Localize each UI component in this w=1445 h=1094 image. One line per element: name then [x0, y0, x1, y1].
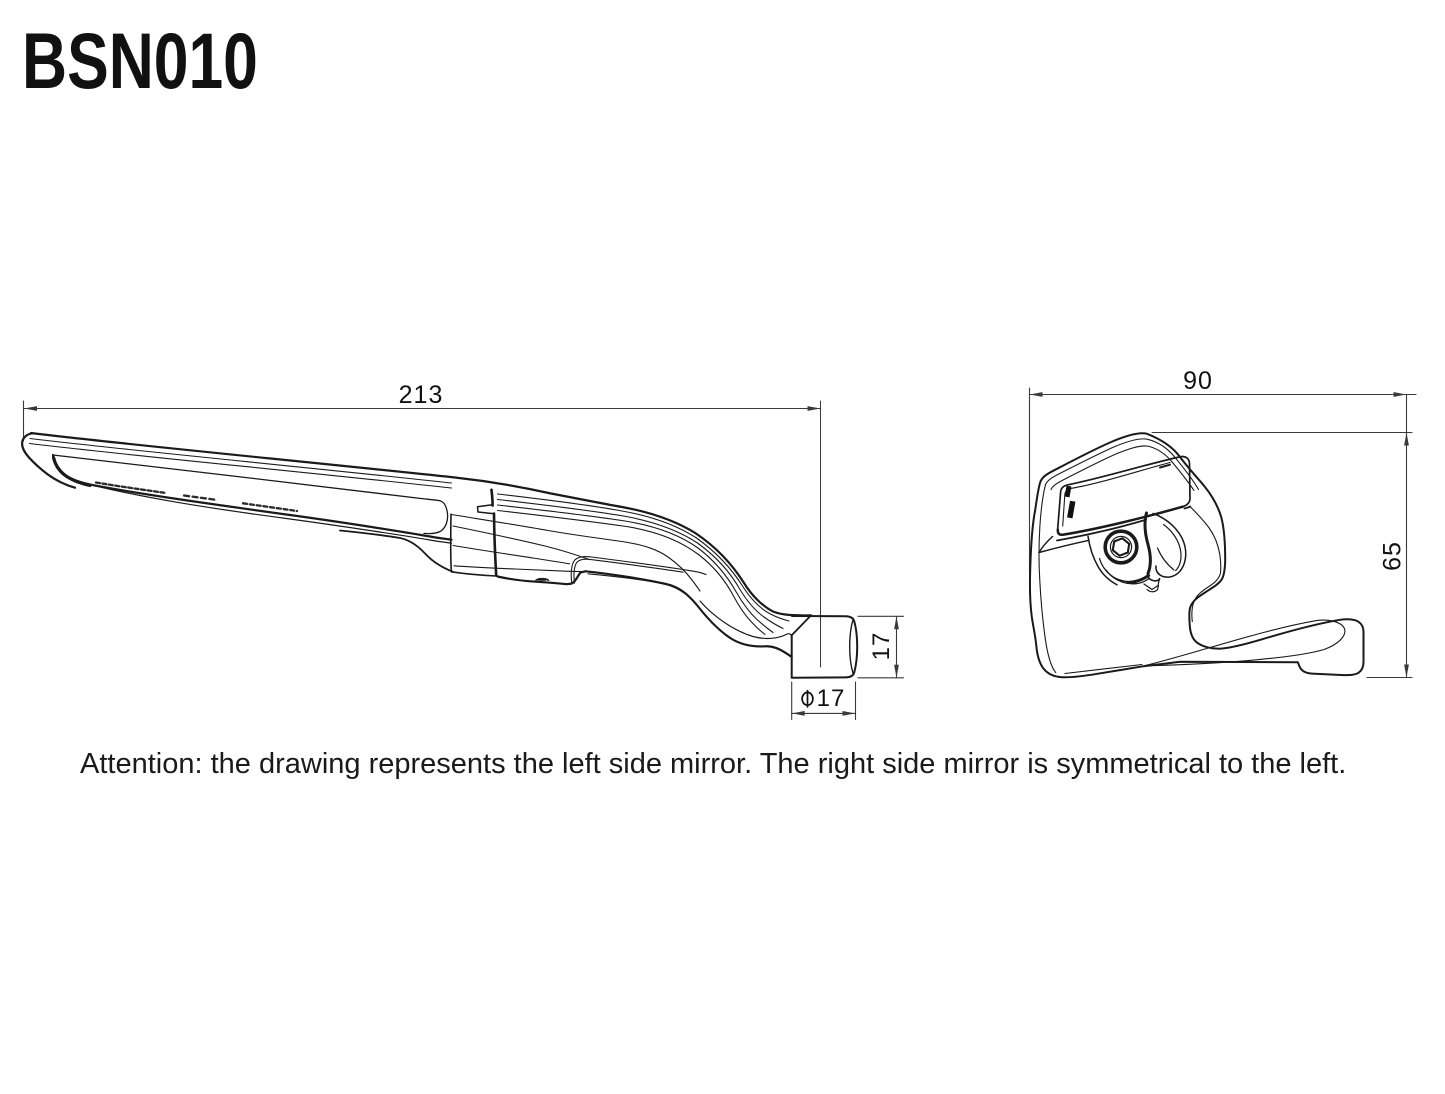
- svg-text:17: 17: [868, 632, 895, 661]
- svg-text:213: 213: [399, 381, 444, 409]
- svg-text:65: 65: [1379, 541, 1407, 571]
- svg-text:90: 90: [1183, 367, 1213, 395]
- svg-text:17: 17: [817, 685, 846, 712]
